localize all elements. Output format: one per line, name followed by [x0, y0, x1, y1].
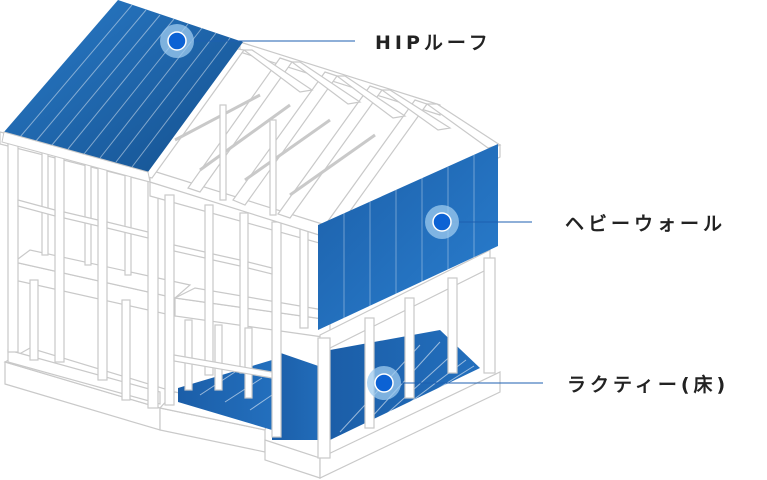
roof-panel — [1, 0, 243, 183]
roof-label: HIPルーフ — [375, 32, 492, 54]
right-lower-frame — [317, 249, 496, 459]
wall-panel — [318, 144, 498, 330]
wall-marker — [425, 205, 459, 239]
wall-label: ヘビーウォール — [565, 213, 727, 235]
roof-marker — [160, 24, 194, 58]
interior-frame — [149, 181, 336, 438]
floor-marker — [367, 366, 401, 400]
floor-label: ラクティー(床) — [567, 374, 730, 396]
